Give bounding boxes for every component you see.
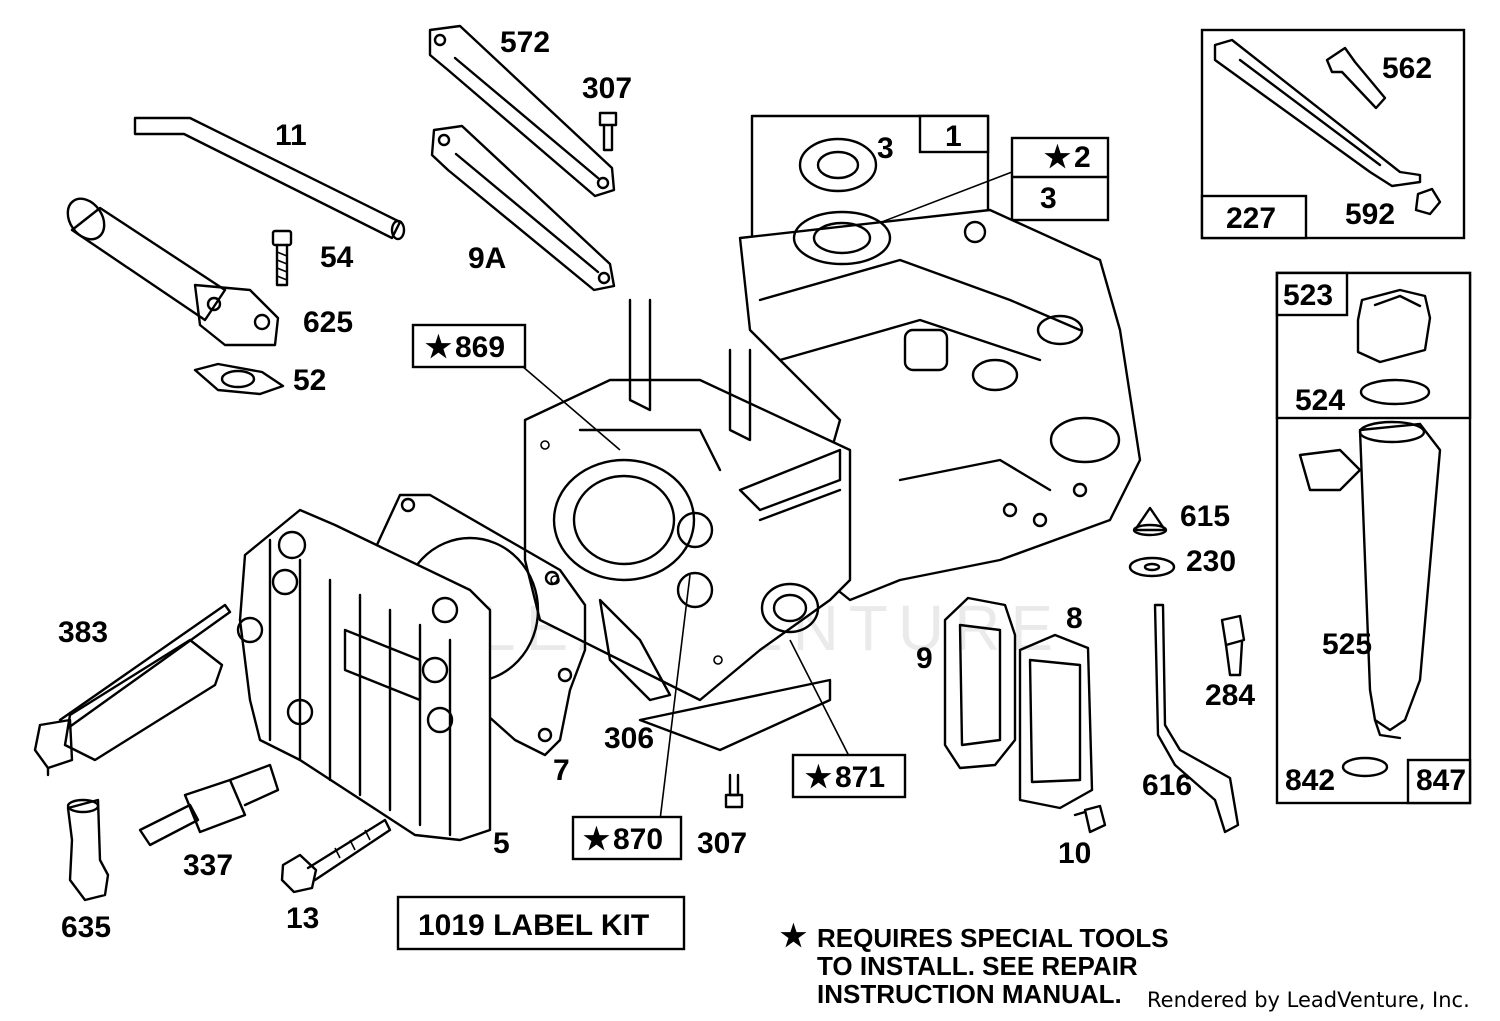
part-11-tube	[133, 116, 406, 241]
leader-870	[659, 574, 691, 821]
part-52-gasket	[193, 362, 285, 396]
label-227: 227	[1226, 202, 1276, 235]
label-230: 230	[1186, 545, 1236, 578]
part-5-cylinder-head	[236, 508, 492, 842]
label-kit-text: 1019 LABEL KIT	[418, 909, 649, 942]
label-871-star: ★	[805, 761, 832, 794]
label-523: 523	[1283, 279, 1333, 312]
label-383: 383	[58, 616, 108, 649]
label-3-box: 3	[1040, 182, 1057, 215]
label-572: 572	[500, 26, 550, 59]
part-307-screw-top	[598, 111, 618, 152]
label-870: 870	[613, 823, 663, 856]
note-line-1: REQUIRES SPECIAL TOOLS	[817, 923, 1169, 953]
kit-box-847	[1275, 271, 1472, 805]
label-box-870	[571, 815, 683, 861]
label-306: 306	[604, 722, 654, 755]
label-7: 7	[553, 754, 570, 787]
label-10: 10	[1058, 837, 1091, 870]
label-337: 337	[183, 849, 233, 882]
label-13: 13	[286, 902, 319, 935]
label-525: 525	[1322, 628, 1372, 661]
kit-box-227	[1200, 28, 1466, 240]
part-13-bolt	[280, 818, 392, 894]
label-11: 11	[275, 119, 307, 152]
kit-box-1	[750, 114, 990, 247]
part-383-wrench	[33, 603, 232, 777]
note-star: ★	[780, 920, 807, 953]
label-2: 2	[1074, 141, 1091, 174]
label-2-star: ★	[1044, 141, 1071, 174]
part-8-breather	[1018, 633, 1094, 810]
label-869: 869	[455, 331, 505, 364]
label-842: 842	[1285, 764, 1335, 797]
label-869-star: ★	[425, 331, 452, 364]
part-616-dipstick	[1153, 603, 1240, 834]
label-52: 52	[293, 364, 326, 397]
label-5: 5	[493, 827, 510, 860]
label-8: 8	[1066, 602, 1083, 635]
label-9: 9	[916, 642, 933, 675]
label-284: 284	[1205, 679, 1255, 712]
label-562: 562	[1382, 52, 1432, 85]
note-line-3: INSTRUCTION MANUAL.	[817, 979, 1122, 1009]
label-625: 625	[303, 306, 353, 339]
part-635-boot	[66, 798, 110, 902]
label-307-top: 307	[582, 72, 632, 105]
label-616: 616	[1142, 769, 1192, 802]
part-306	[598, 598, 832, 752]
kit-box-2	[839, 136, 1110, 239]
leader-869	[514, 359, 621, 451]
part-9-gasket	[943, 596, 1017, 770]
part-9a-gasket	[430, 124, 616, 292]
label-871: 871	[835, 761, 885, 794]
leader-871	[789, 639, 851, 759]
part-572-gasket	[428, 24, 616, 198]
part-230-washer	[1128, 556, 1176, 578]
part-337-spark-plug	[138, 763, 280, 847]
label-box-869	[411, 323, 527, 369]
cylinder	[523, 298, 852, 702]
part-284-screw	[1220, 614, 1246, 677]
credit-text: Rendered by LeadVenture, Inc.	[1147, 988, 1470, 1012]
label-box-871	[791, 753, 907, 799]
label-847: 847	[1416, 764, 1466, 797]
label-3-seal: 3	[877, 132, 894, 165]
label-307-bottom: 307	[697, 827, 747, 860]
label-kit-box	[396, 895, 686, 951]
label-1: 1	[945, 120, 962, 153]
part-625-breather-tube	[66, 197, 280, 347]
label-592: 592	[1345, 198, 1395, 231]
part-307-screw-bottom	[724, 773, 744, 809]
note-line-2: TO INSTALL. SEE REPAIR	[817, 951, 1138, 981]
part-54-screw	[271, 229, 293, 287]
part-615	[1132, 506, 1168, 537]
label-615: 615	[1180, 500, 1230, 533]
label-9a: 9A	[468, 242, 506, 275]
label-524: 524	[1295, 384, 1345, 417]
part-10-screw	[1073, 804, 1107, 834]
label-54: 54	[320, 241, 354, 274]
label-870-star: ★	[583, 823, 610, 856]
label-635: 635	[61, 911, 111, 944]
